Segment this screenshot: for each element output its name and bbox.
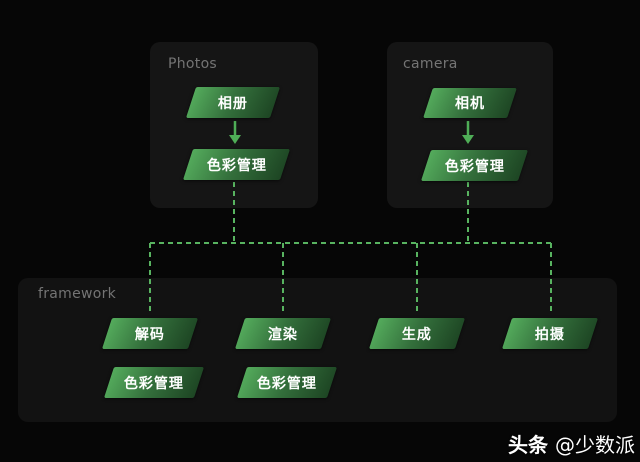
node-shoot-label: 拍摄 bbox=[535, 326, 565, 343]
photos-panel: Photos bbox=[150, 42, 318, 208]
watermark-handle: @少数派 bbox=[555, 433, 635, 457]
framework-panel: framework bbox=[18, 278, 617, 422]
photos-panel-title: Photos bbox=[168, 56, 218, 72]
node-color-management-camera-label: 色彩管理 bbox=[444, 158, 505, 175]
node-album: 相册 bbox=[185, 87, 281, 118]
framework-panel-title: framework bbox=[38, 286, 117, 302]
watermark: 头条 @少数派 bbox=[508, 435, 635, 455]
node-camera-label: 相机 bbox=[455, 96, 485, 112]
node-color-management-camera: 色彩管理 bbox=[420, 150, 529, 181]
camera-panel-title: camera bbox=[403, 56, 458, 72]
node-color-management-framework-1-label: 色彩管理 bbox=[124, 375, 184, 392]
node-color-management-photos: 色彩管理 bbox=[182, 149, 291, 180]
node-album-label: 相册 bbox=[218, 95, 248, 112]
node-render: 渲染 bbox=[234, 318, 332, 349]
node-render-label: 渲染 bbox=[268, 326, 298, 343]
node-shoot: 拍摄 bbox=[501, 318, 599, 349]
watermark-brand: 头条 bbox=[508, 433, 548, 457]
node-generate-label: 生成 bbox=[402, 326, 432, 343]
node-color-management-framework-2-label: 色彩管理 bbox=[257, 375, 317, 392]
node-color-management-framework-1: 色彩管理 bbox=[103, 367, 205, 398]
node-camera: 相机 bbox=[423, 88, 517, 118]
node-generate: 生成 bbox=[368, 318, 466, 349]
node-color-management-framework-2: 色彩管理 bbox=[236, 367, 338, 398]
node-color-management-photos-label: 色彩管理 bbox=[206, 157, 267, 174]
camera-panel: camera bbox=[387, 42, 553, 208]
node-decode-label: 解码 bbox=[135, 326, 165, 343]
node-decode: 解码 bbox=[101, 318, 199, 349]
